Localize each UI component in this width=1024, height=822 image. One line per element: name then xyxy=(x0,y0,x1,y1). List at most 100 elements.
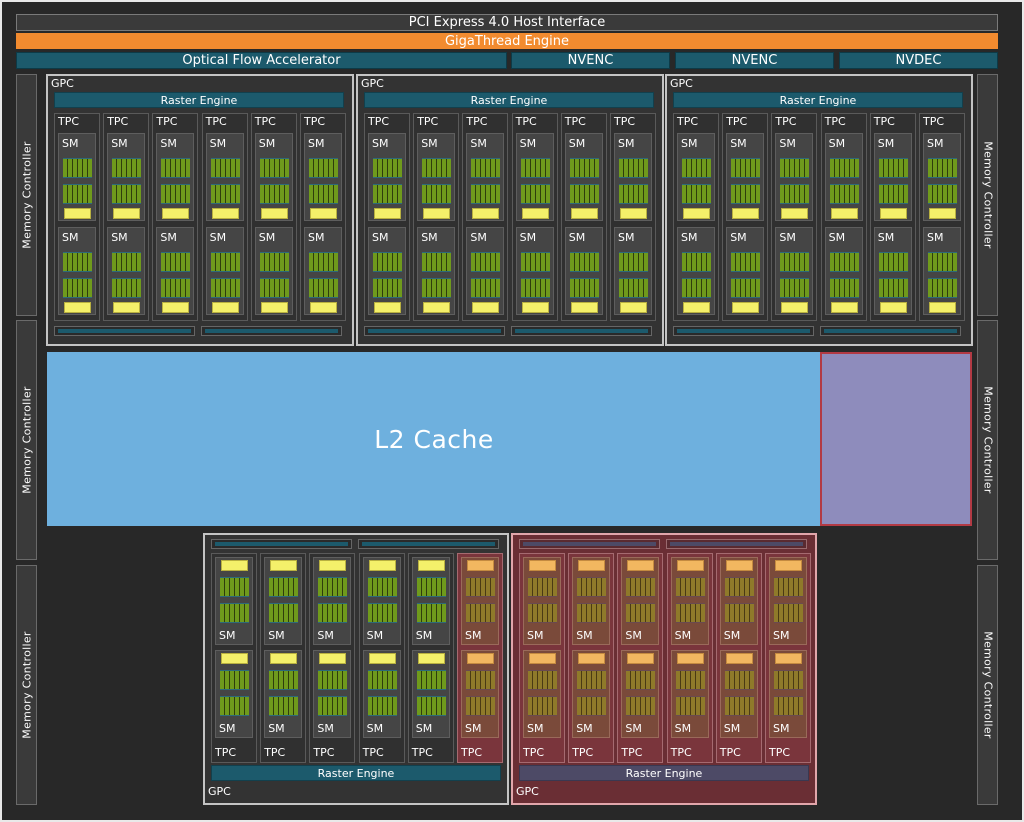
sm-label: SM xyxy=(519,231,537,244)
gpc-interconnect xyxy=(666,539,807,549)
rt-core xyxy=(368,560,396,571)
sm-label: SM xyxy=(366,629,384,642)
sm-label: SM xyxy=(618,137,635,150)
cuda-core-array xyxy=(619,158,648,178)
rt-core xyxy=(620,208,647,219)
rt-core xyxy=(270,560,298,571)
sm-label: SM xyxy=(527,629,544,642)
cuda-core-array xyxy=(309,184,338,204)
sm-block: SM xyxy=(156,133,195,221)
sm-block: SM xyxy=(719,650,758,738)
cuda-core-array xyxy=(724,577,754,597)
sm-block: SM xyxy=(205,133,244,221)
sm-label: SM xyxy=(219,629,236,642)
cuda-core-array xyxy=(682,158,711,178)
gpc-label: GPC xyxy=(361,77,384,90)
rt-core xyxy=(521,208,549,219)
sm-label: SM xyxy=(568,231,586,244)
cuda-core-array xyxy=(675,603,705,623)
cuda-core-array xyxy=(466,670,495,690)
cuda-core-array xyxy=(626,670,656,690)
cuda-core-array xyxy=(210,158,240,178)
memory-controller-label: Memory Controller xyxy=(20,631,33,739)
tpc-label: TPC xyxy=(368,115,390,128)
rt-core xyxy=(570,208,598,219)
cuda-core-array xyxy=(528,603,557,623)
cuda-core-array xyxy=(829,184,859,204)
sm-label: SM xyxy=(877,231,895,244)
rt-core xyxy=(676,560,704,571)
sm-label: SM xyxy=(258,137,276,150)
rt-core xyxy=(676,653,704,664)
cuda-core-array xyxy=(829,158,859,178)
cuda-core-array xyxy=(569,184,599,204)
sm-block: SM xyxy=(411,557,450,645)
memory-controller-right-1: Memory Controller xyxy=(977,74,998,316)
sm-block: SM xyxy=(368,133,406,221)
sm-label: SM xyxy=(160,231,177,244)
sm-block: SM xyxy=(564,227,603,315)
sm-label: SM xyxy=(268,722,285,735)
tpc-label: TPC xyxy=(515,115,537,128)
sm-block: SM xyxy=(677,133,715,221)
sm-block: SM xyxy=(726,227,765,315)
cuda-core-array xyxy=(928,252,957,272)
rt-core xyxy=(211,302,239,313)
rt-core xyxy=(472,302,500,313)
rt-core xyxy=(620,302,647,313)
cuda-core-array xyxy=(682,184,711,204)
sm-label: SM xyxy=(258,231,276,244)
rt-core xyxy=(417,560,445,571)
sm-label: SM xyxy=(209,231,227,244)
rt-core xyxy=(578,560,606,571)
sm-label: SM xyxy=(209,137,227,150)
nvdec-label: NVDEC xyxy=(895,53,942,68)
cuda-core-array xyxy=(878,252,908,272)
cuda-core-array xyxy=(928,278,957,298)
rt-core xyxy=(162,208,190,219)
sm-block: SM xyxy=(670,557,709,645)
gigathread-label: GigaThread Engine xyxy=(444,33,570,49)
sm-label: SM xyxy=(372,137,389,150)
gpc-interconnect xyxy=(364,326,505,336)
rt-core xyxy=(781,302,809,313)
memory-controller-left-2: Memory Controller xyxy=(16,320,37,560)
cuda-core-array xyxy=(569,158,599,178)
sm-block: SM xyxy=(58,227,96,315)
rt-core xyxy=(270,653,298,664)
sm-label: SM xyxy=(773,722,790,735)
cuda-core-array xyxy=(373,158,402,178)
sm-block: SM xyxy=(107,133,146,221)
sm-block: SM xyxy=(515,133,554,221)
sm-label: SM xyxy=(779,137,796,150)
sm-block: SM xyxy=(205,227,244,315)
memory-controller-right-2: Memory Controller xyxy=(977,320,998,560)
tpc-label: TPC xyxy=(254,115,276,128)
sm-label: SM xyxy=(773,629,790,642)
sm-block: SM xyxy=(564,133,603,221)
tpc-label: TPC xyxy=(824,115,846,128)
sm-block: SM xyxy=(677,227,715,315)
sm-label: SM xyxy=(415,629,433,642)
sm-block: SM xyxy=(264,557,303,645)
nvenc-1: NVENC xyxy=(511,52,670,69)
sm-block: SM xyxy=(614,133,652,221)
sm-label: SM xyxy=(465,722,482,735)
sm-block: SM xyxy=(466,133,505,221)
optical-flow-accelerator: Optical Flow Accelerator xyxy=(16,52,507,69)
sm-label: SM xyxy=(568,137,586,150)
tpc-label: TPC xyxy=(923,115,945,128)
sm-block: SM xyxy=(670,650,709,738)
rt-core xyxy=(529,653,556,664)
cuda-core-array xyxy=(780,158,810,178)
cuda-core-array xyxy=(928,184,957,204)
gpc-interconnect xyxy=(519,539,660,549)
cuda-core-array xyxy=(259,278,289,298)
tpc-label: TPC xyxy=(304,115,326,128)
sm-label: SM xyxy=(527,722,544,735)
